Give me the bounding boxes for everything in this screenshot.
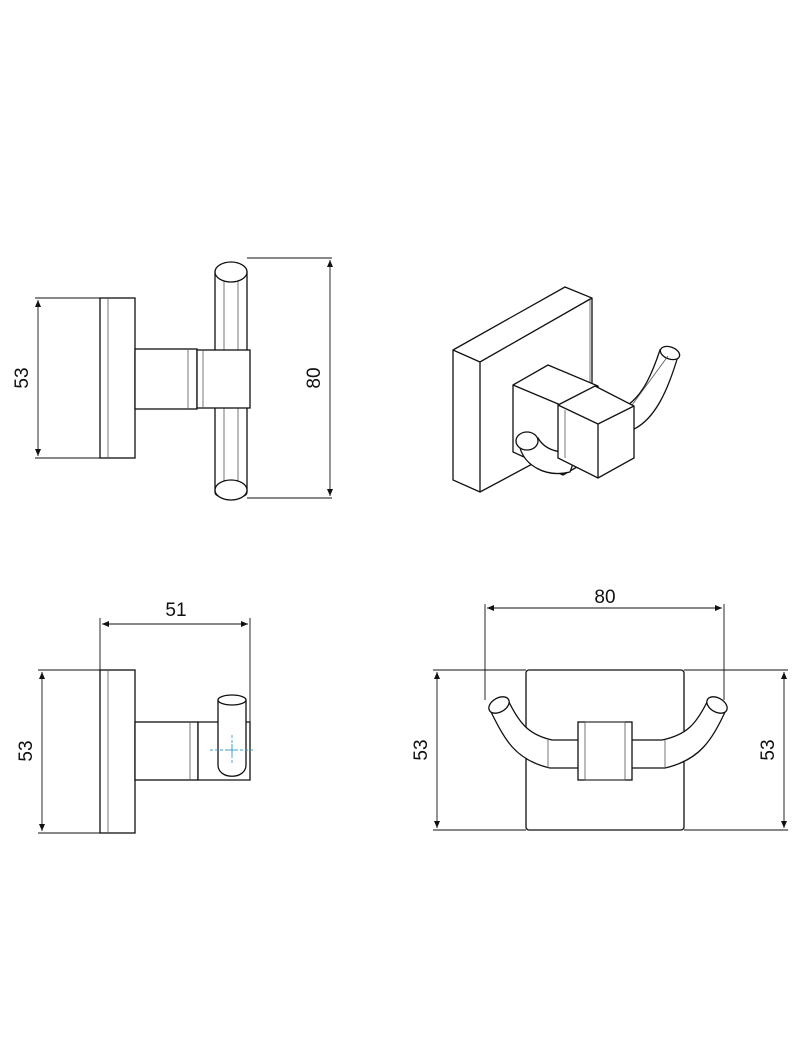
dimension-total-height-side: 80: [247, 257, 333, 499]
side-view: 53 80: [12, 257, 333, 501]
dimension-height-top: 53: [16, 669, 100, 834]
front-view: 80 53 53: [411, 587, 788, 831]
dimension-height-front-right: 53: [684, 669, 788, 831]
dimension-depth-top: 51: [99, 600, 251, 722]
centerline-mark: [210, 735, 254, 765]
front-width-label: 80: [594, 587, 615, 608]
front-left-height-label: 53: [411, 739, 432, 760]
top-depth-label: 51: [165, 600, 186, 621]
front-right-height-label: 53: [758, 739, 779, 760]
side-height-label: 53: [12, 367, 33, 388]
top-view: 53 51: [16, 600, 254, 834]
isometric-view: [452, 286, 681, 493]
dimension-height-front-left: 53: [411, 669, 526, 831]
side-total-height-label: 80: [304, 367, 325, 388]
dimension-width-front: 80: [484, 587, 725, 700]
dimension-height-side: 53: [12, 297, 100, 459]
top-height-label: 53: [16, 740, 37, 761]
